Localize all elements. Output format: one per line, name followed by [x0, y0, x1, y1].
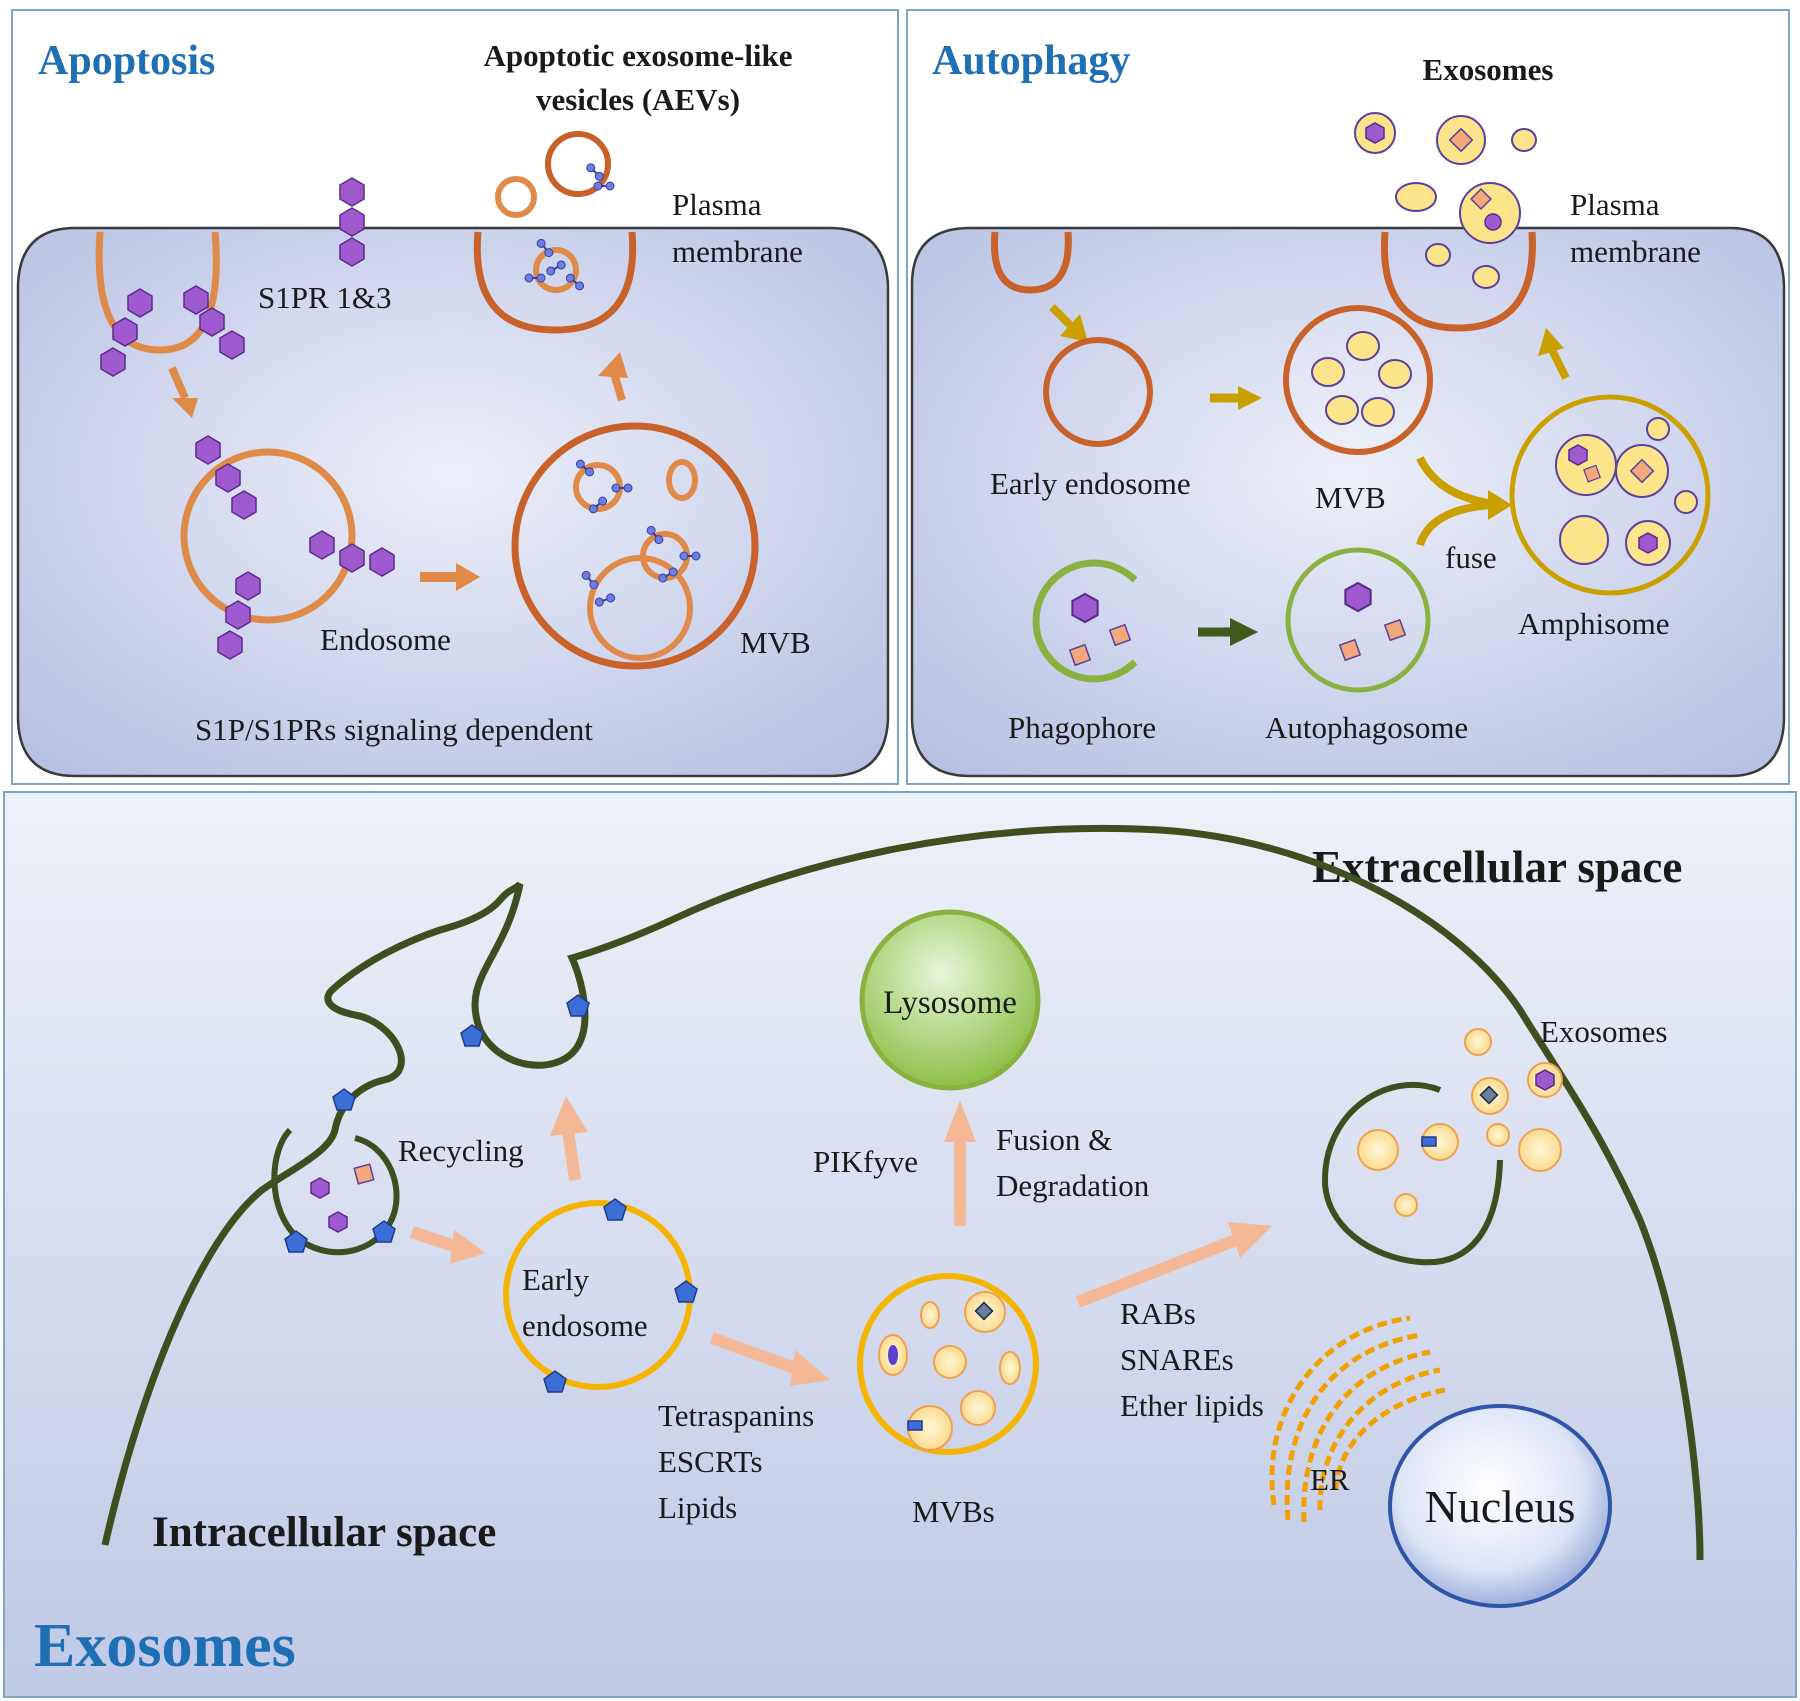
apoptosis-mvb-label: MVB	[740, 625, 811, 660]
exosomes-title: Exosomes	[34, 1612, 296, 1680]
nucleus-label: Nucleus	[1425, 1481, 1576, 1532]
mvbs-label: MVBs	[912, 1494, 995, 1529]
intracellular-label: Intracellular space	[152, 1509, 496, 1556]
light-arrow-icon	[709, 1332, 830, 1386]
rabs-label: RABs	[1120, 1296, 1196, 1331]
autophagy-early-endosome-label: Early endosome	[990, 466, 1191, 501]
olive-arrow-up-icon	[1538, 328, 1570, 380]
autophagy-panel: Autophagy Exosomes Plasma membrane Early…	[906, 9, 1790, 785]
membrane-budding-icon	[473, 231, 637, 334]
lysosome-arrow-icon	[944, 1100, 976, 1226]
amphisome-icon	[1509, 394, 1711, 596]
escrts-label: ESCRTs	[658, 1444, 763, 1479]
phagophore-label: Phagophore	[1008, 710, 1156, 745]
aev-vesicle-icon	[495, 176, 537, 218]
autophagy-title: Autophagy	[932, 38, 1130, 84]
ether-lipids-label: Ether lipids	[1120, 1388, 1264, 1423]
fuse-label: fuse	[1445, 540, 1497, 575]
apoptosis-title: Apoptosis	[38, 38, 215, 84]
recycling-arrow-icon	[550, 1096, 588, 1181]
mvb-vesicles-icon	[878, 1291, 1021, 1451]
nucleus-icon	[1388, 1404, 1612, 1608]
green-arrow-icon	[1198, 618, 1258, 646]
lysosome-icon	[859, 909, 1041, 1091]
lipids-label: Lipids	[658, 1490, 737, 1525]
invagination	[95, 231, 220, 354]
aev-title-line1: Apoptotic exosome-like	[483, 38, 792, 73]
autophagy-early-endosome-icon	[1043, 337, 1153, 447]
s1pr-label: S1PR 1&3	[258, 280, 392, 315]
arrow-up-icon	[598, 352, 628, 402]
release-arrow-icon	[1075, 1222, 1272, 1308]
signaling-label: S1P/S1PRs signaling dependent	[195, 712, 593, 747]
endosome-label: Endosome	[320, 622, 451, 657]
autophagy-plasma-line2: membrane	[1570, 234, 1701, 269]
mvbs-icon	[857, 1273, 1039, 1455]
pikfyve-label: PIKfyve	[813, 1144, 918, 1179]
phagophore-icon	[1032, 559, 1138, 683]
arrow-down-icon	[168, 366, 198, 418]
released-exosomes-icon	[1354, 112, 1537, 289]
autophagy-invagination-icon	[990, 231, 1072, 294]
autophagosome-icon	[1285, 547, 1431, 693]
exocytic-pocket-icon	[1321, 1081, 1503, 1266]
aev-title-line2: vesicles (AEVs)	[536, 82, 740, 117]
autophagy-mvb-label: MVB	[1315, 480, 1386, 515]
fusion-line2: Degradation	[996, 1168, 1150, 1203]
olive-arrow-icon	[1049, 304, 1088, 342]
er-label: ER	[1310, 1462, 1350, 1497]
olive-arrow-icon	[1210, 386, 1262, 410]
endocytic-pocket-icon	[271, 1127, 400, 1256]
extracellular-label: Extracellular space	[1312, 842, 1682, 892]
exosomes-panel: Exosomes Extracellular space Intracellul…	[3, 791, 1797, 1698]
recycling-label: Recycling	[398, 1133, 524, 1168]
exosomes-release-label: Exosomes	[1540, 1014, 1667, 1049]
early-endosome-line1: Early	[522, 1262, 590, 1297]
tetraspanins-label: Tetraspanins	[658, 1398, 814, 1433]
amphisome-label: Amphisome	[1518, 606, 1670, 641]
endosome-icon	[180, 448, 356, 624]
autophagy-plasma-line1: Plasma	[1570, 187, 1660, 222]
lysosome-label: Lysosome	[883, 985, 1017, 1021]
apoptosis-plasma-line1: Plasma	[672, 187, 762, 222]
apoptosis-plasma-line2: membrane	[672, 234, 803, 269]
s1pr-receptor-icon	[339, 177, 365, 267]
er-icon	[1269, 1315, 1446, 1523]
autophagy-membrane-icon	[1380, 231, 1536, 332]
apoptosis-panel: Apoptosis Apoptotic exosome-like vesicle…	[11, 9, 899, 785]
autophagosome-label: Autophagosome	[1265, 710, 1468, 745]
fusion-line1: Fusion &	[996, 1122, 1112, 1157]
aev-vesicle-icon	[545, 131, 611, 197]
autophagy-exosomes-title: Exosomes	[1423, 52, 1554, 87]
arrow-right-icon	[420, 563, 480, 591]
apoptosis-mvb-icon	[511, 422, 759, 670]
exosome-vesicles-icon	[1357, 1028, 1563, 1217]
snares-label: SNAREs	[1120, 1342, 1234, 1377]
light-arrow-icon	[410, 1226, 486, 1264]
early-endosome-line2: endosome	[522, 1308, 648, 1343]
